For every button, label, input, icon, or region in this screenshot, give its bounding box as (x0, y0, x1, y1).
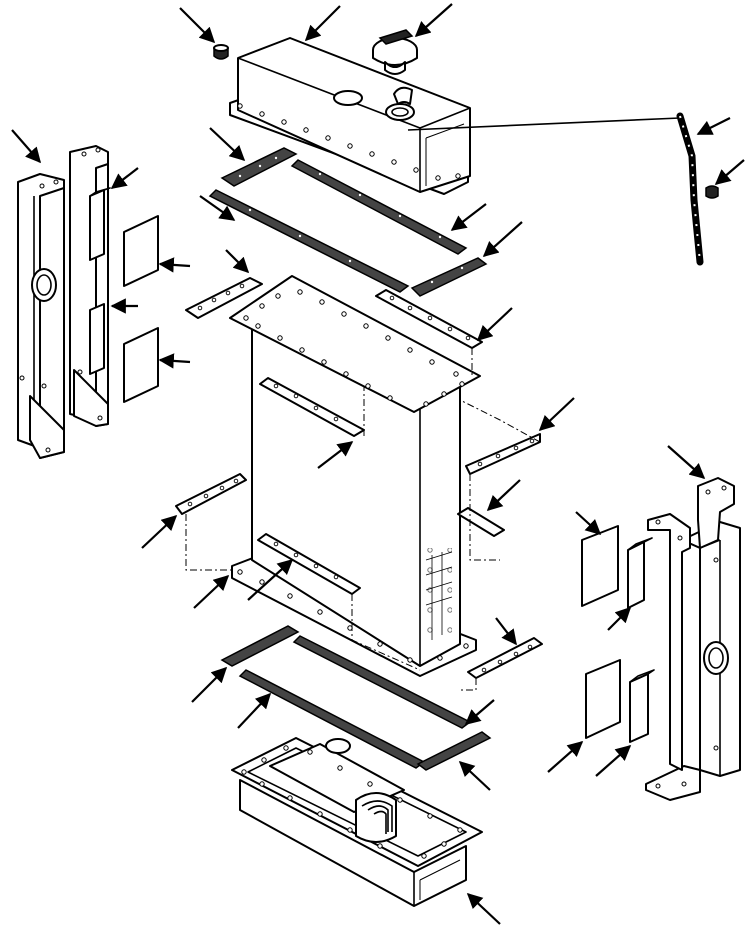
radiator-core (229, 275, 481, 677)
bottom-tank (231, 737, 483, 907)
right-inner-bracket (647, 513, 691, 771)
radiator-cap (372, 29, 418, 75)
right-pads (581, 525, 655, 743)
right-side-frame (645, 477, 741, 801)
left-inner-bracket (69, 145, 109, 427)
mounting-bars (175, 277, 543, 691)
lower-gaskets (220, 625, 492, 771)
left-side-frame (17, 173, 65, 459)
left-pads (89, 187, 159, 403)
callout-arrows (11, 3, 745, 925)
top-tank (229, 37, 471, 195)
overflow-hose (407, 112, 719, 266)
upper-gaskets (208, 147, 488, 297)
drain-plug (213, 44, 229, 60)
